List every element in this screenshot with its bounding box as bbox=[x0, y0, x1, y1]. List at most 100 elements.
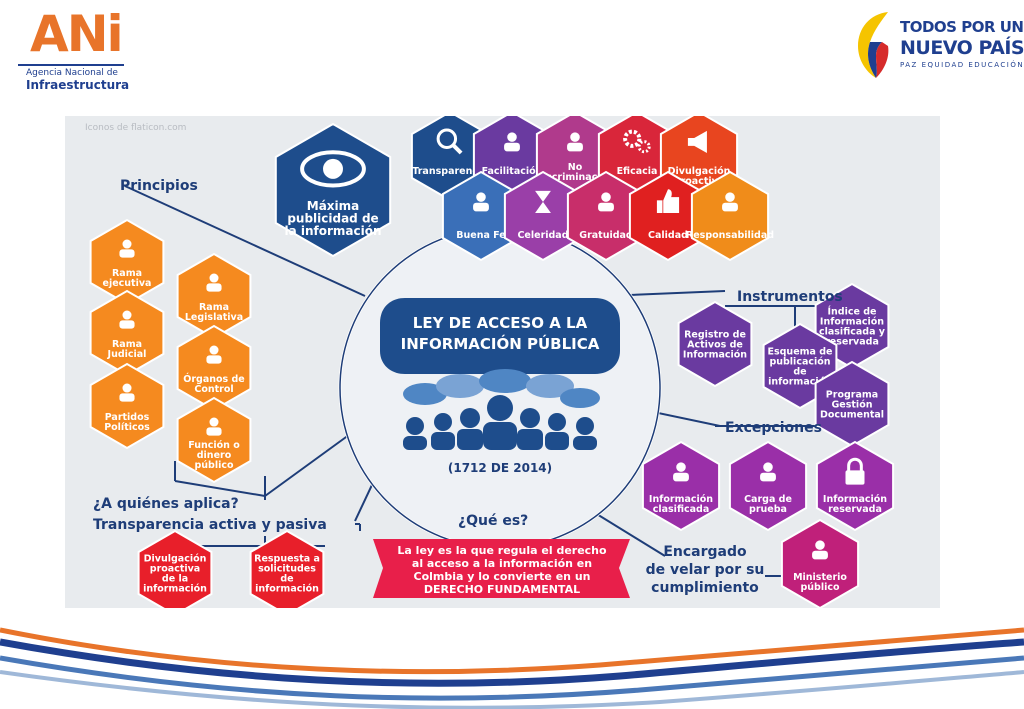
definition-line: DERECHO FUNDAMENTAL bbox=[424, 583, 580, 596]
excepcion-hex-2-label: Información bbox=[823, 494, 887, 505]
eye-icon bbox=[300, 150, 366, 188]
excepcion-hex-1-label: prueba bbox=[749, 504, 787, 515]
instrumento-hex-2-label: publicación bbox=[769, 356, 830, 367]
aplica-hex-0-label: ejecutiva bbox=[103, 278, 152, 289]
principle-hex-top-3-label: Eficacia bbox=[617, 166, 658, 177]
instrumento-hex-0-label: Información bbox=[683, 349, 747, 360]
principle-main-hex-label: Máxima bbox=[307, 199, 360, 213]
aplica-hex-1-label: Rama bbox=[199, 302, 229, 313]
aplica-hex-2-label: Rama bbox=[112, 339, 142, 350]
encargado-label-line: cumplimiento bbox=[651, 580, 759, 596]
aplica-hex-4-label: Políticos bbox=[104, 422, 150, 433]
gov-logo-line1: TODOS POR UN bbox=[900, 18, 1024, 36]
instrumento-hex-3-label: Documental bbox=[820, 409, 884, 420]
ani-subtitle-1: Agencia Nacional de bbox=[26, 68, 118, 78]
principle-hex-bottom-0-label: Buena Fe bbox=[456, 230, 505, 241]
instrumento-hex-2-label: Esquema de bbox=[767, 346, 832, 357]
ani-subtitle-2: Infraestructura bbox=[26, 78, 130, 92]
principle-hex-bottom-2: Gratuidad bbox=[566, 170, 646, 262]
principle-hex-bottom-1: Celeridad bbox=[503, 170, 583, 262]
excepcion-hex-0-label: Información bbox=[649, 494, 713, 505]
encargado-hex-label: Ministerio bbox=[793, 572, 847, 583]
definition-line: La ley es la que regula el derecho bbox=[397, 544, 607, 557]
hourglass-icon bbox=[535, 190, 551, 214]
definition-line: al acceso a la información en bbox=[412, 557, 592, 570]
hexagon-shape bbox=[89, 289, 165, 377]
center-circle: LEY DE ACCESO A LA INFORMACIÓN PÚBLICA bbox=[338, 226, 662, 550]
transparencia-hex-1-label: de bbox=[280, 573, 293, 584]
center-title-line1: LEY DE ACCESO A LA bbox=[413, 314, 588, 332]
principle-hex-top-2-label: discriminación bbox=[536, 172, 614, 183]
aplica-hex-5-label: Función o bbox=[188, 440, 240, 451]
principle-hex-top-4-label: proactiva bbox=[674, 176, 724, 187]
megaphone-icon bbox=[687, 130, 707, 154]
instrumento-hex-1-label: clasificada y bbox=[819, 326, 886, 337]
section-label-transparencia: Transparencia activa y pasiva bbox=[93, 517, 327, 533]
hexagon-shape bbox=[89, 362, 165, 450]
audience-people-icon bbox=[403, 369, 600, 450]
transparencia-hex-1-label: Respuesta a bbox=[254, 553, 320, 564]
transparencia-hex-1-label: información bbox=[255, 583, 319, 594]
bottom-decorative-waves bbox=[0, 627, 1024, 709]
principle-hex-bottom-1-label: Celeridad bbox=[517, 230, 568, 241]
encargado-label-line: Encargado bbox=[663, 544, 747, 560]
aplica-hex-3-label: Órganos de bbox=[183, 373, 244, 385]
ani-logo: ANi Agencia Nacional de Infraestructura bbox=[14, 5, 129, 94]
transparencia-hex-0-label: de la bbox=[162, 573, 188, 584]
thumbs-up-icon bbox=[656, 189, 680, 214]
hexagon-shape bbox=[176, 396, 252, 484]
principle-hex-bottom-3: Calidad bbox=[628, 170, 708, 262]
principle-main-hex-label: publicidad de bbox=[287, 212, 378, 226]
encargado-hex-label: público bbox=[800, 582, 840, 593]
center-title-line2: INFORMACIÓN PÚBLICA bbox=[401, 334, 600, 353]
instrumento-hex-0-label: Registro de bbox=[684, 329, 746, 340]
principle-hex-bottom-4: Responsabilidad bbox=[686, 170, 774, 262]
infographic: LEY DE ACCESO A LA INFORMACIÓN PÚBLICA bbox=[65, 116, 940, 608]
principle-hex-bottom-0: Buena Fe bbox=[441, 170, 521, 262]
gov-logo-line2: NUEVO PAÍS bbox=[900, 37, 1024, 59]
building-icon bbox=[119, 239, 135, 258]
transparencia-hex-0-label: proactiva bbox=[150, 563, 200, 574]
hexagon-shape bbox=[641, 440, 721, 532]
hexagon-shape bbox=[137, 529, 213, 608]
principle-hex-bottom-2-label: Gratuidad bbox=[579, 230, 632, 241]
aplica-hex-3-label: Control bbox=[194, 384, 233, 395]
principle-main-hex-label: la información bbox=[284, 224, 381, 238]
gov-flag-swoosh-icon bbox=[858, 12, 889, 78]
principle-hex-bottom-4-label: Responsabilidad bbox=[686, 230, 774, 241]
principle-hex-top-1-label: Facilitación bbox=[482, 166, 543, 177]
handoff-icon bbox=[504, 132, 520, 152]
ani-wordmark: ANi bbox=[30, 5, 124, 63]
excepcion-hex-2-label: reservada bbox=[828, 504, 882, 515]
hexagon-shape bbox=[728, 440, 808, 532]
hexagon-shape bbox=[677, 300, 753, 388]
gavel-icon bbox=[119, 310, 135, 329]
people-icon bbox=[567, 132, 583, 152]
eye-slash-icon bbox=[760, 462, 776, 482]
transparencia-hex-0-label: Divulgación bbox=[144, 553, 207, 564]
aplica-hex-5-label: dinero bbox=[197, 450, 232, 461]
section-label-principios: Principios bbox=[120, 178, 198, 194]
hexagon-shape bbox=[690, 170, 770, 262]
hand-icon bbox=[722, 192, 738, 212]
infographic-canvas: LEY DE ACCESO A LA INFORMACIÓN PÚBLICA bbox=[85, 116, 895, 608]
aplica-hex-4-label: Partidos bbox=[105, 412, 150, 423]
principle-hex-top-0-label: Transparencia bbox=[412, 166, 487, 177]
definition-line: Colmbia y lo convierte en un bbox=[414, 570, 591, 583]
instrumento-hex-1-label: reservada bbox=[825, 336, 879, 347]
section-label-instrumentos: Instrumentos bbox=[737, 289, 843, 305]
ani-logo-rule bbox=[18, 64, 124, 66]
stop-hand-icon bbox=[206, 345, 222, 364]
excepcion-hex-1-label: Carga de bbox=[744, 494, 792, 505]
